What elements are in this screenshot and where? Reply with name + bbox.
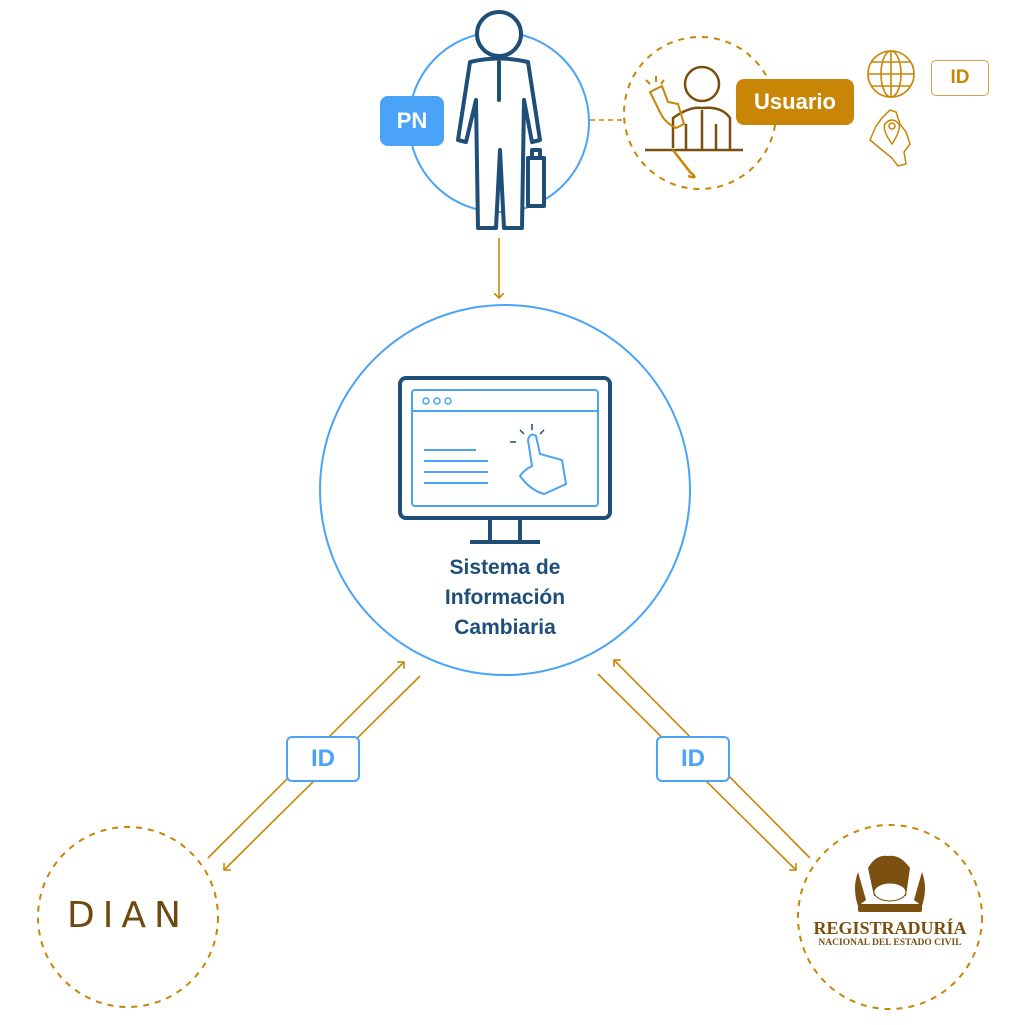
globe-icon xyxy=(867,50,915,98)
businessperson-icon xyxy=(456,10,546,230)
right-id-badge: ID xyxy=(656,736,730,782)
user-id-badge: ID xyxy=(931,60,989,96)
system-label-line1: Sistema de xyxy=(449,556,561,579)
left-id-badge: ID xyxy=(286,736,360,782)
colombia-map-location-icon xyxy=(869,109,911,167)
registraduria-circle xyxy=(797,824,983,1010)
registraduria-subtitle: NACIONAL DEL ESTADO CIVIL xyxy=(818,938,962,948)
registraduria-seal-icon xyxy=(855,855,925,912)
pn-badge: PN xyxy=(380,96,444,146)
system-circle xyxy=(319,304,691,676)
dian-logo: DIAN xyxy=(67,895,189,936)
usuario-badge: Usuario xyxy=(736,79,854,125)
hand-pointer-icon xyxy=(645,76,686,130)
registraduria-title: REGISTRADURÍA xyxy=(813,918,967,938)
user-at-desk-icon xyxy=(645,65,743,179)
system-label: Sistema de Información Cambiaria xyxy=(400,553,610,643)
computer-monitor-icon xyxy=(398,376,612,544)
system-label-line3: Cambiaria xyxy=(454,616,556,639)
system-label-line2: Información xyxy=(444,586,566,609)
dian-circle xyxy=(37,826,219,1008)
